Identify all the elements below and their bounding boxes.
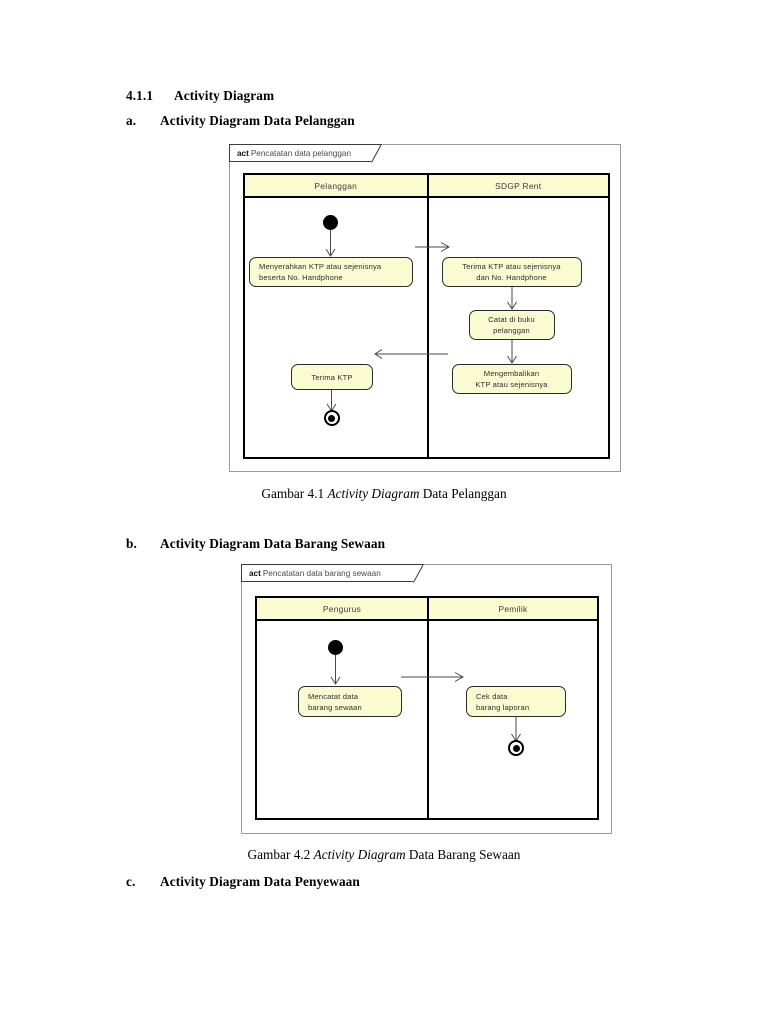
caption-italic-2: Activity Diagram	[313, 847, 406, 862]
connector-b1-to-end2	[511, 717, 521, 742]
swimlane-header-pengurus: Pengurus	[257, 598, 427, 621]
figure-caption-1: Gambar 4.1 Activity Diagram Data Pelangg…	[0, 486, 768, 502]
subsection-title-b: Activity Diagram Data Barang Sewaan	[160, 536, 386, 551]
connector-start-to-a1	[325, 230, 336, 257]
caption-suffix-2: Data Barang Sewaan	[405, 847, 521, 862]
diagram-title-2: Pencatatan data barang sewaan	[262, 568, 381, 578]
diagram-keyword-2: act	[249, 568, 261, 578]
diagram-title-tab-1: act Pencatatan data pelanggan	[229, 144, 382, 163]
subsection-title-a: Activity Diagram Data Pelanggan	[160, 113, 355, 128]
subsection-marker-b: b.	[126, 536, 137, 551]
subsection-heading-b: b. Activity Diagram Data Barang Sewaan	[126, 536, 385, 552]
swimlane-header-pemilik: Pemilik	[429, 598, 597, 621]
activity-label-terima-ktp: Terima KTP	[311, 372, 353, 382]
subsection-marker-a: a.	[126, 113, 137, 128]
subsection-heading-c: c. Activity Diagram Data Penyewaan	[126, 874, 360, 890]
tab-corner-icon-1	[371, 144, 382, 163]
section-number: 4.1.1	[126, 88, 154, 103]
final-node-2	[508, 740, 524, 756]
initial-node-2	[328, 640, 343, 655]
swimlane-pelanggan: Pelanggan Menyerahkan KTP atau sejenisny…	[245, 175, 427, 457]
initial-node-1	[323, 215, 338, 230]
swimlane-header-pelanggan: Pelanggan	[245, 175, 427, 198]
subsection-heading-a: a. Activity Diagram Data Pelanggan	[126, 113, 355, 129]
tab-corner-icon-2	[413, 564, 424, 583]
subsection-title-c: Activity Diagram Data Penyewaan	[160, 874, 360, 889]
activity-diagram-barang-sewaan: act Pencatatan data barang sewaan Pengur…	[241, 564, 612, 834]
diagram-title-tab-2: act Pencatatan data barang sewaan	[241, 564, 424, 583]
activity-node-terima-ktp: Terima KTP	[291, 364, 373, 390]
diagram-title-1: Pencatatan data pelanggan	[250, 148, 352, 158]
caption-suffix-1: Data Pelanggan	[419, 486, 507, 501]
caption-italic-1: Activity Diagram	[327, 486, 420, 501]
swimlane-table-1: Pelanggan Menyerahkan KTP atau sejenisny…	[243, 173, 610, 459]
subsection-marker-c: c.	[126, 874, 136, 889]
connector-start2-to-a1	[330, 655, 341, 685]
section-title: Activity Diagram	[174, 88, 275, 103]
section-heading-4-1-1: 4.1.1 Activity Diagram	[126, 88, 274, 104]
diagram-keyword-1: act	[237, 148, 249, 158]
swimlane-header-sdgp-rent: SDGP Rent	[428, 175, 608, 198]
caption-prefix-2: Gambar 4.2	[247, 847, 314, 862]
figure-caption-2: Gambar 4.2 Activity Diagram Data Barang …	[0, 847, 768, 863]
activity-diagram-pelanggan: act Pencatatan data pelanggan Pelanggan	[229, 144, 621, 472]
caption-prefix-1: Gambar 4.1	[261, 486, 328, 501]
final-node-1	[323, 410, 340, 426]
